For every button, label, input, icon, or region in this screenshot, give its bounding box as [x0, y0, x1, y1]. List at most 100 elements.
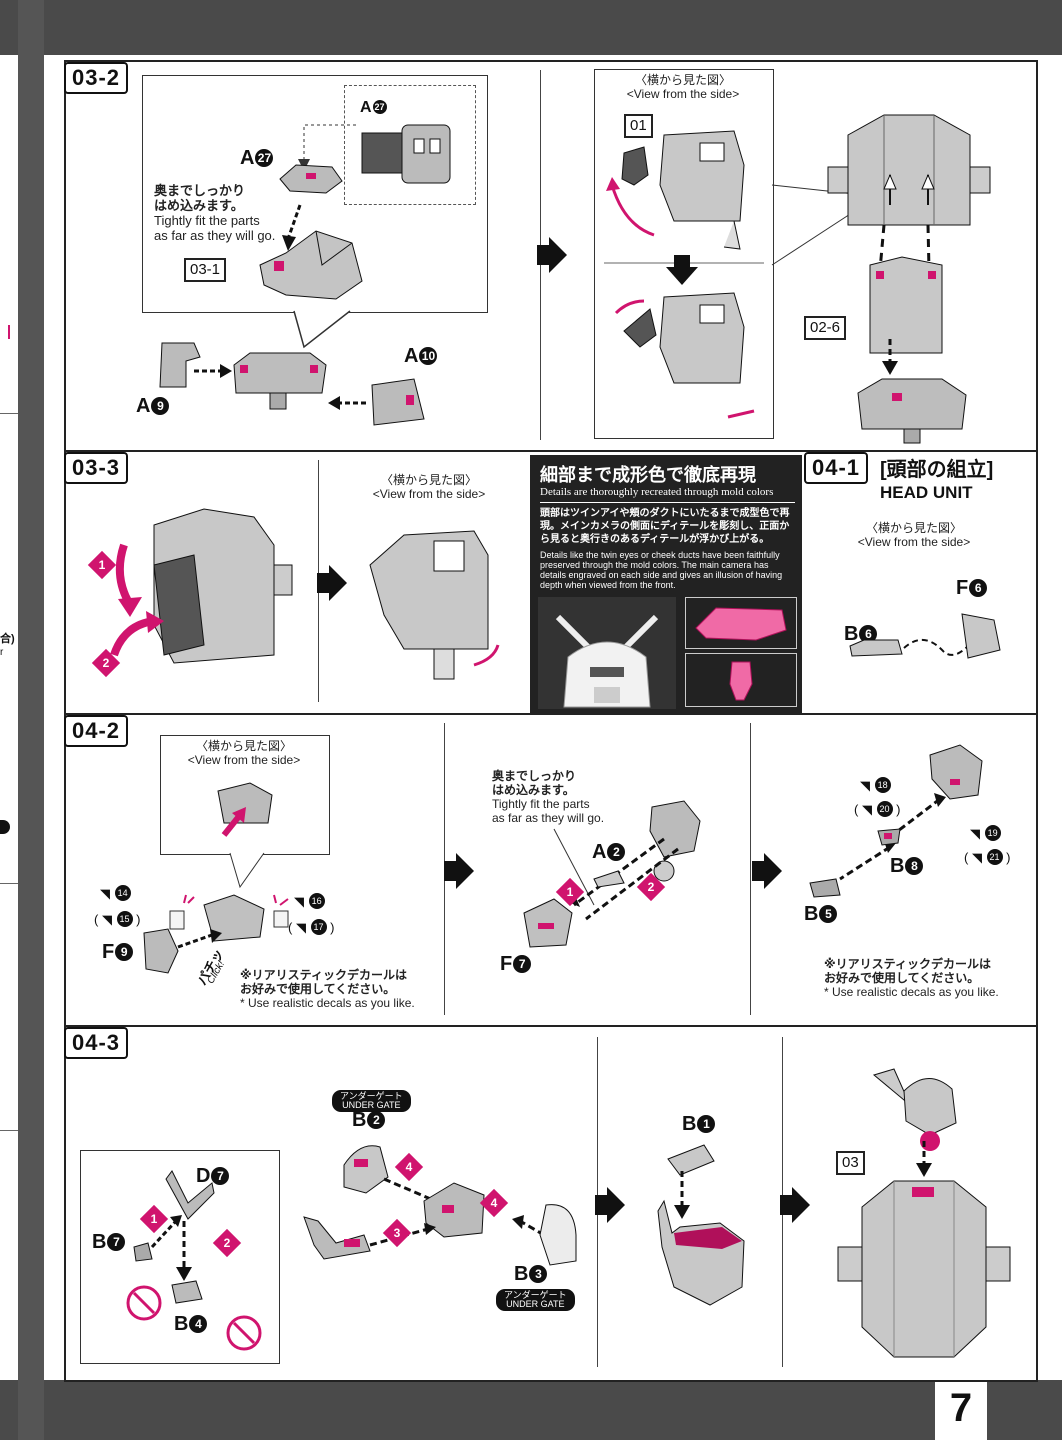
insert-arrow	[282, 204, 302, 251]
previous-page-edge: 合) r	[0, 55, 18, 1380]
torso-core-illustration	[233, 352, 327, 410]
decal-ref-17: ( ◥ 17 )	[288, 919, 335, 935]
next-step-arrow	[444, 853, 474, 889]
side-view-en: <View from the side>	[626, 87, 740, 101]
neck-block-illustration	[869, 256, 943, 354]
pink-part-photo	[685, 597, 797, 649]
decal-note: ※リアリスティックデカールは お好みで使用してください。* Use realis…	[824, 957, 999, 999]
assembly-arrow	[328, 396, 366, 410]
ref-step-03-1: 03-1	[184, 258, 227, 282]
part-f9-insert-illustration	[143, 928, 222, 974]
section-title-jp: [頭部の組立]	[880, 459, 994, 481]
side-view-label: 〈横から見た図〉<View from the side>	[187, 739, 301, 767]
antenna-assembly-illustration	[126, 1170, 262, 1351]
step-order-marker: 1	[87, 550, 117, 580]
prev-page-arrow-fragment	[0, 325, 10, 339]
page-number: 7	[935, 1382, 987, 1440]
side-view-label: 〈横から見た図〉<View from the side>	[372, 473, 486, 501]
head-assembly-rotate-illustration	[110, 508, 293, 664]
head-side-view-illustration	[369, 530, 500, 680]
head-final-assembly-illustration	[303, 1145, 577, 1266]
column-divider	[750, 723, 751, 1015]
callout-pointer	[293, 310, 351, 349]
decal-ref-16: ◥ 16	[294, 893, 325, 909]
ref-step-03: 03	[836, 1151, 865, 1175]
step-order-marker: 2	[636, 872, 666, 902]
detail-callout-box	[80, 1150, 280, 1364]
decal-ref-15: ( ◥ 15 )	[94, 911, 141, 927]
fit-note: 奥までしっかり はめ込みます。Tightly fit the parts as …	[154, 183, 314, 243]
head-topping-illustration	[657, 1144, 745, 1306]
feature-body-jp: 頭部はツインアイや頬のダクトにいたるまで成型色で再現。メインカメラの側面にディテ…	[540, 508, 790, 545]
pink-part-photo	[685, 653, 797, 707]
side-view-lower-illustration	[614, 292, 755, 419]
head-unit-side-illustration	[849, 613, 1001, 659]
row-divider	[64, 1025, 1036, 1027]
prev-page-text: 合)	[0, 633, 15, 645]
feature-body-en: Details like the twin eyes or cheek duct…	[540, 550, 783, 590]
section-title-en: HEAD UNIT	[880, 483, 973, 502]
side-view-label: 〈横から見た図〉<View from the side>	[594, 73, 772, 101]
fit-note-jp: 奥までしっかり はめ込みます。	[154, 183, 246, 213]
torso-assembled-illustration	[837, 1180, 1011, 1358]
step-label-04-2: 04-2	[64, 715, 129, 747]
next-step-arrow	[752, 853, 782, 889]
page-spine	[18, 0, 44, 1440]
step-order-marker: 2	[91, 648, 121, 678]
step-order-marker: 3	[382, 1218, 412, 1248]
part-a10-illustration	[371, 378, 425, 426]
step-order-marker: 4	[394, 1152, 424, 1182]
next-step-arrow	[780, 1187, 810, 1223]
feature-subtitle: Details are thoroughly recreated through…	[540, 486, 795, 503]
divider	[0, 413, 18, 414]
decal-ref-18: ◥ 18	[860, 777, 891, 793]
side-view-label: 〈横から見た図〉<View from the side>	[857, 521, 971, 549]
head-fit-illustration	[523, 800, 701, 948]
callout-pointer	[229, 852, 265, 889]
assembly-arrow	[194, 364, 232, 378]
torso-base-illustration	[857, 378, 967, 444]
feature-panel: 細部まで成形色で徹底再現 Details are thoroughly recr…	[530, 455, 802, 713]
next-step-arrow	[537, 237, 567, 273]
step-order-marker: 1	[139, 1204, 169, 1234]
head-b-parts-illustration	[809, 744, 983, 898]
down-arrow	[604, 255, 764, 285]
part-a9-illustration	[159, 342, 201, 388]
decal-ref-14: ◥ 14	[100, 885, 131, 901]
step-label-03-2: 03-2	[64, 62, 129, 94]
decal-ref-19: ◥ 19	[970, 825, 1001, 841]
step-label-04-1: 04-1	[804, 452, 869, 484]
head-decal-illustration	[169, 894, 289, 942]
step-order-marker: 2	[212, 1228, 242, 1258]
dashed-arrow-down	[916, 1141, 932, 1177]
ref-step-02-6: 02-6	[804, 316, 847, 340]
decal-ref-21: ( ◥ 21 )	[964, 849, 1011, 865]
row-divider	[64, 60, 1036, 62]
dashed-arrow-down	[882, 339, 898, 375]
clear-part-illustration	[729, 661, 753, 701]
next-step-arrow	[317, 565, 347, 601]
head-side-detail-illustration	[217, 782, 273, 837]
decal-note: ※リアリスティックデカールは お好みで使用してください。* Use realis…	[240, 968, 415, 1010]
completed-head-illustration	[872, 1068, 957, 1151]
gundam-head-photo	[538, 597, 676, 709]
step-order-marker: 4	[479, 1188, 509, 1218]
step-label-03-3: 03-3	[64, 452, 129, 484]
part-a27-illustration	[279, 164, 343, 194]
decal-ref-20: ( ◥ 20 )	[854, 801, 901, 817]
next-step-arrow	[595, 1187, 625, 1223]
